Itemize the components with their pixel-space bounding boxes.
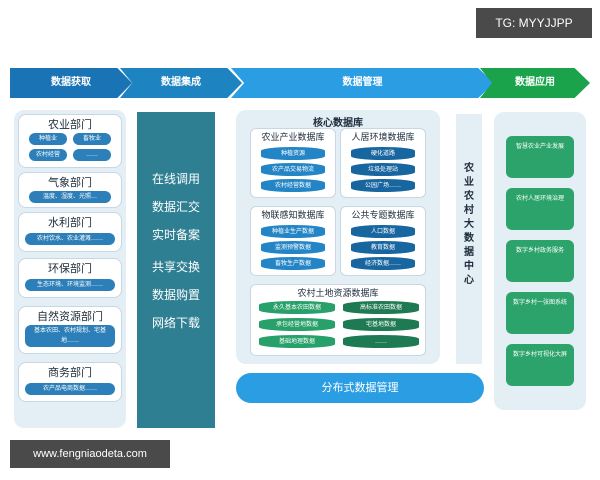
db-item: 农产品交易物流 (261, 163, 325, 176)
source-water: 水利部门 农村饮水、农业灌溉…… (18, 212, 122, 252)
tg-badge: TG: MYYJJPP (476, 8, 592, 38)
db-item: 畜牧生产数据 (261, 257, 325, 270)
app-item: 数字乡村可视化大屏 (506, 344, 574, 386)
db-item: 基础地理数据 (259, 335, 335, 348)
source-natural-resources: 自然资源部门 基本农田、农村规划、宅基地…… (18, 306, 122, 354)
db-item: 经济数据…… (351, 257, 415, 270)
source-item: 农产品电商数据…… (25, 383, 115, 395)
db-item: 硬化道路 (351, 147, 415, 160)
source-item: 种植业 (29, 133, 67, 145)
db-title: 物联感知数据库 (261, 211, 325, 221)
source-title: 环保部门 (48, 262, 92, 275)
source-title: 农业部门 (48, 118, 92, 131)
core-title: 核心数据库 (313, 118, 363, 129)
stage-header: 数据获取 数据集成 数据管理 数据应用 (10, 68, 590, 98)
integration-item: 数据购置 (151, 288, 200, 302)
integration-item: 在线调用 (151, 172, 200, 186)
stage-integrate: 数据集成 (120, 68, 242, 98)
big-data-center: 农业农村大数据中心 (456, 114, 482, 364)
watermark: www.fengniaodeta.com (10, 440, 170, 468)
source-item: 农村经营 (29, 149, 67, 161)
db-item: 高标准农田数据 (343, 301, 419, 314)
db-item: 承包经营地数据 (259, 318, 335, 331)
db-title: 公共专题数据库 (351, 211, 415, 221)
db-public-topic: 公共专题数据库 人口数据 教育数据 经济数据…… (340, 206, 426, 276)
source-item: 农村饮水、农业灌溉…… (25, 233, 115, 245)
big-data-center-label: 农业农村大数据中心 (464, 163, 474, 286)
integration-panel: 在线调用 数据汇交 实时备案 共享交换 数据购置 网络下载 (137, 112, 215, 428)
source-weather: 气象部门 温度、湿度、光照… (18, 172, 122, 208)
source-item: 生态环境、环境监测…… (25, 279, 115, 291)
source-item: …… (73, 149, 111, 161)
core-database-panel: 核心数据库 农业产业数据库 种植资源 农产品交易物流 农村经营数据 人居环境数据… (236, 110, 440, 364)
integration-item: 共享交换 (151, 260, 200, 274)
source-item: 基本农田、农村规划、宅基地…… (25, 325, 115, 347)
db-item: 监测预警数据 (261, 241, 325, 254)
integration-item: 网络下载 (151, 316, 200, 330)
db-title: 农业产业数据库 (261, 133, 325, 143)
source-title: 自然资源部门 (37, 310, 103, 323)
distributed-management: 分布式数据管理 (236, 373, 484, 403)
db-item: 农村经营数据 (261, 179, 325, 192)
db-title: 农村土地资源数据库 (297, 289, 379, 299)
source-title: 水利部门 (48, 216, 92, 229)
db-item: 种植资源 (261, 147, 325, 160)
db-item: 永久基本农田数据 (259, 301, 335, 314)
db-land-resources: 农村土地资源数据库 永久基本农田数据 高标准农田数据 承包经营地数据 宅基地数据… (250, 284, 426, 356)
db-item: 种植业生产数据 (261, 225, 325, 238)
app-item: 农村人居环境治理 (506, 188, 574, 230)
stage-apply: 数据应用 (480, 68, 590, 98)
source-title: 气象部门 (48, 176, 92, 189)
stage-manage: 数据管理 (231, 68, 494, 98)
db-living-env: 人居环境数据库 硬化道路 垃圾处理站 公园广场…… (340, 128, 426, 198)
source-item: 畜牧业 (73, 133, 111, 145)
db-item: 宅基地数据 (343, 318, 419, 331)
source-commerce: 商务部门 农产品电商数据…… (18, 362, 122, 402)
db-iot: 物联感知数据库 种植业生产数据 监测预警数据 畜牧生产数据 (250, 206, 336, 276)
db-item: 垃圾处理站 (351, 163, 415, 176)
app-item: 数字乡村一张图系统 (506, 292, 574, 334)
db-title: 人居环境数据库 (351, 133, 415, 143)
applications-panel: 智慧农业产业发展 农村人居环境治理 数字乡村政务服务 数字乡村一张图系统 数字乡… (494, 112, 586, 410)
app-item: 智慧农业产业发展 (506, 136, 574, 178)
sources-panel: 农业部门 种植业 畜牧业 农村经营 …… 气象部门 温度、湿度、光照… 水利部门… (14, 110, 126, 428)
db-agri-industry: 农业产业数据库 种植资源 农产品交易物流 农村经营数据 (250, 128, 336, 198)
db-item: …… (343, 335, 419, 348)
db-item: 公园广场…… (351, 179, 415, 192)
stage-acquire: 数据获取 (10, 68, 132, 98)
app-item: 数字乡村政务服务 (506, 240, 574, 282)
source-environment: 环保部门 生态环境、环境监测…… (18, 258, 122, 298)
integration-item: 数据汇交 (151, 200, 200, 214)
integration-item: 实时备案 (151, 228, 200, 242)
db-item: 教育数据 (351, 241, 415, 254)
source-item: 温度、湿度、光照… (29, 191, 111, 203)
db-item: 人口数据 (351, 225, 415, 238)
source-title: 商务部门 (48, 366, 92, 379)
source-agriculture: 农业部门 种植业 畜牧业 农村经营 …… (18, 114, 122, 168)
